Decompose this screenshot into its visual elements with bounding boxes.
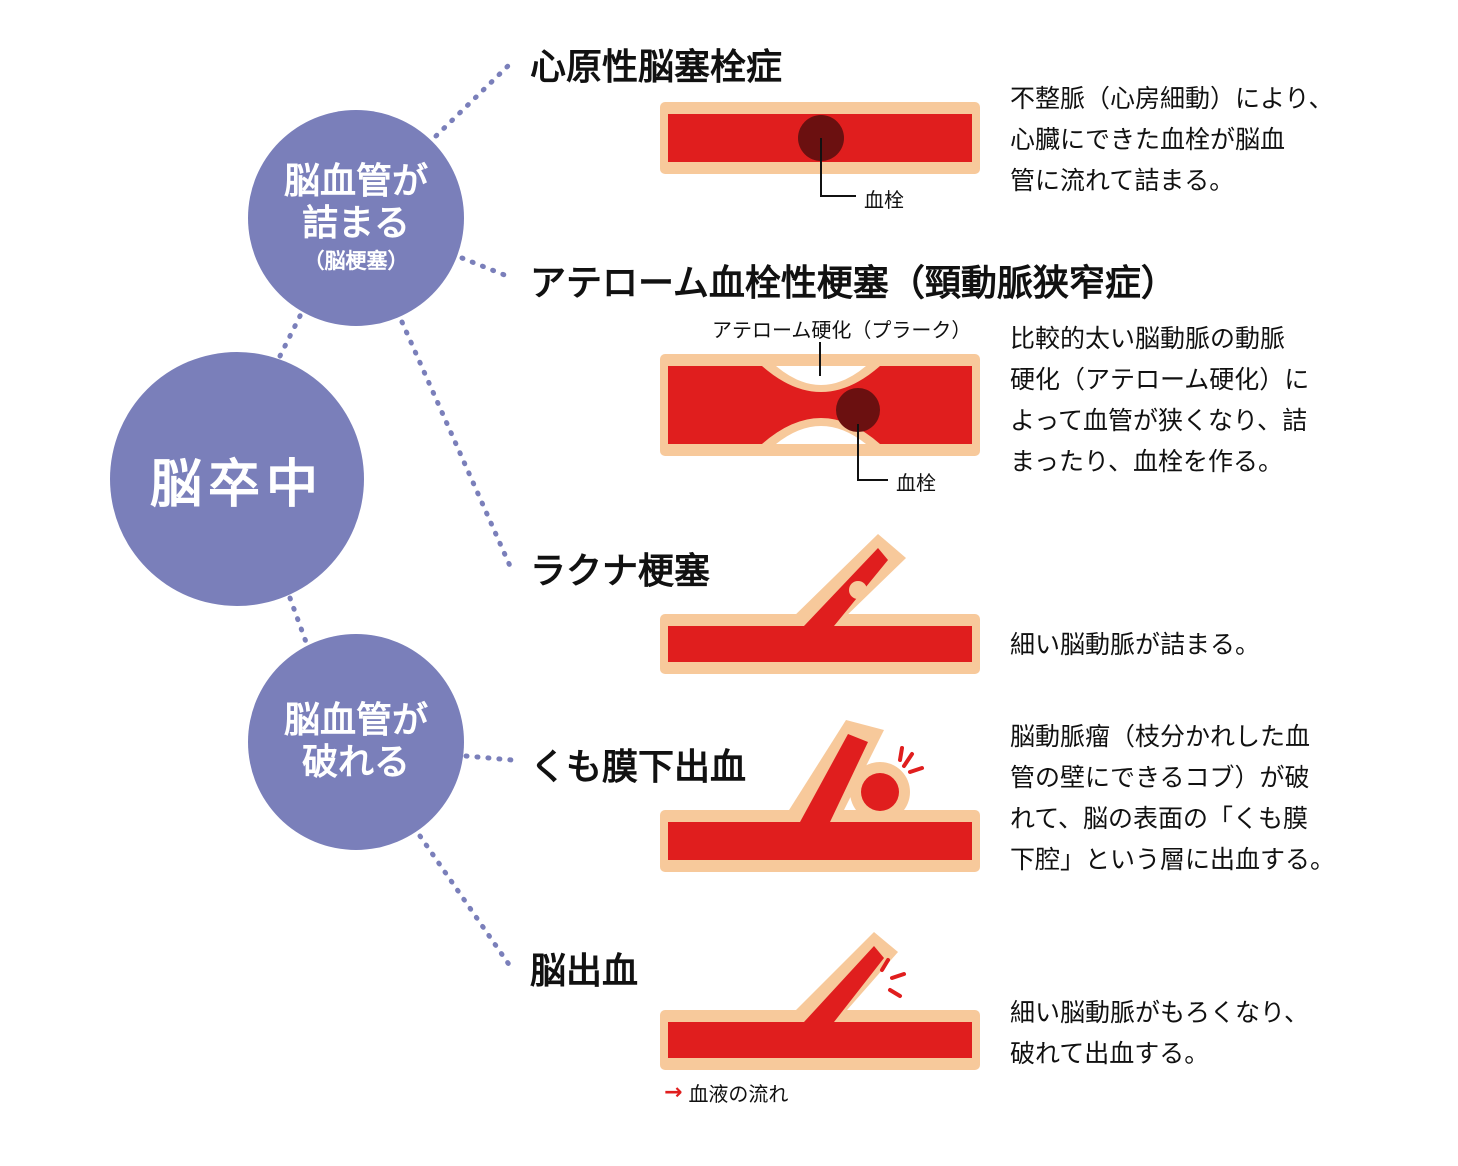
type-title-subarachnoid: くも膜下出血 xyxy=(530,747,747,788)
vessel-subarachnoid xyxy=(660,720,980,872)
connector-rupture-type5 xyxy=(417,833,513,969)
rupture-burst-1 xyxy=(898,746,924,774)
category-node-blocked: 脳血管が 詰まる （脳梗塞） xyxy=(248,110,464,326)
category-blocked-line1: 脳血管が xyxy=(283,161,428,202)
desc-line: 管に流れて詰まる。 xyxy=(1010,166,1235,195)
desc-line: 比較的太い脳動脈の動脈 xyxy=(1010,324,1286,353)
desc-line: よって血管が狭くなり、詰 xyxy=(1010,406,1308,435)
connector-root-rupture xyxy=(287,595,309,645)
connector-block-type3 xyxy=(399,319,513,569)
vessel-lacunar xyxy=(660,534,980,674)
label-clot-2: 血栓 xyxy=(896,471,936,495)
category-ruptured-line1: 脳血管が xyxy=(283,700,428,741)
root-label: 脳卒中 xyxy=(149,454,324,515)
connector-block-type1 xyxy=(433,61,513,139)
category-node-ruptured: 脳血管が 破れる xyxy=(248,634,464,850)
root-node-stroke: 脳卒中 xyxy=(110,352,364,606)
rupture-burst-2 xyxy=(880,958,906,998)
arrow-right-icon: → xyxy=(664,1080,683,1105)
label-clot-1: 血栓 xyxy=(864,188,904,212)
desc-line: 破れて出血する。 xyxy=(1010,1039,1210,1068)
desc-line: 硬化（アテローム硬化）に xyxy=(1010,365,1310,394)
type-title-atherothrombotic: アテローム血栓性梗塞（頸動脈狭窄症） xyxy=(530,263,1177,304)
label-plaque: アテローム硬化（プラーク） xyxy=(712,318,972,342)
legend-blood-flow: → 血液の流れ xyxy=(664,1078,788,1107)
clot-2 xyxy=(836,388,880,432)
desc-line: 心臓にできた血栓が脳血 xyxy=(1010,125,1286,154)
category-ruptured-line2: 破れる xyxy=(301,742,410,783)
category-blocked-sub: （脳梗塞） xyxy=(303,249,409,273)
type-desc-intracerebral: 細い脳動脈がもろくなり、 破れて出血する。 xyxy=(1010,992,1370,1074)
type-title-intracerebral: 脳出血 xyxy=(530,951,639,992)
category-blocked-line2: 詰まる xyxy=(301,203,410,244)
desc-line: 不整脈（心房細動）により、 xyxy=(1010,84,1334,113)
desc-line: 細い脳動脈がもろくなり、 xyxy=(1010,998,1310,1027)
desc-line: 下腔」という層に出血する。 xyxy=(1010,845,1336,874)
vessel-cardioembolic xyxy=(660,102,980,197)
desc-line: まったり、血栓を作る。 xyxy=(1010,447,1284,476)
vessel-intracerebral xyxy=(660,932,980,1070)
aneurysm xyxy=(861,773,899,811)
connector-root-block xyxy=(277,309,305,359)
desc-line: 細い脳動脈が詰まる。 xyxy=(1010,630,1261,659)
type-desc-subarachnoid: 脳動脈瘤（枝分かれした血 管の壁にできるコブ）が破 れて、脳の表面の「くも膜 下… xyxy=(1010,716,1370,880)
type-desc-atherothrombotic: 比較的太い脳動脈の動脈 硬化（アテローム硬化）に よって血管が狭くなり、詰 まっ… xyxy=(1010,318,1370,482)
connector-block-type2 xyxy=(459,255,515,281)
type-title-cardioembolic: 心原性脳塞栓症 xyxy=(530,47,783,88)
connector-rupture-type4 xyxy=(463,753,515,763)
legend-text: 血液の流れ xyxy=(688,1082,789,1106)
desc-line: れて、脳の表面の「くも膜 xyxy=(1010,804,1309,833)
desc-line: 脳動脈瘤（枝分かれした血 xyxy=(1010,722,1311,751)
type-desc-cardioembolic: 不整脈（心房細動）により、 心臓にできた血栓が脳血 管に流れて詰まる。 xyxy=(1010,78,1370,201)
dotted-connectors xyxy=(277,61,515,969)
desc-line: 管の壁にできるコブ）が破 xyxy=(1010,763,1310,792)
vessel-atherothrombotic xyxy=(660,342,980,481)
type-desc-lacunar: 細い脳動脈が詰まる。 xyxy=(1010,624,1370,665)
type-title-lacunar: ラクナ梗塞 xyxy=(530,551,711,592)
